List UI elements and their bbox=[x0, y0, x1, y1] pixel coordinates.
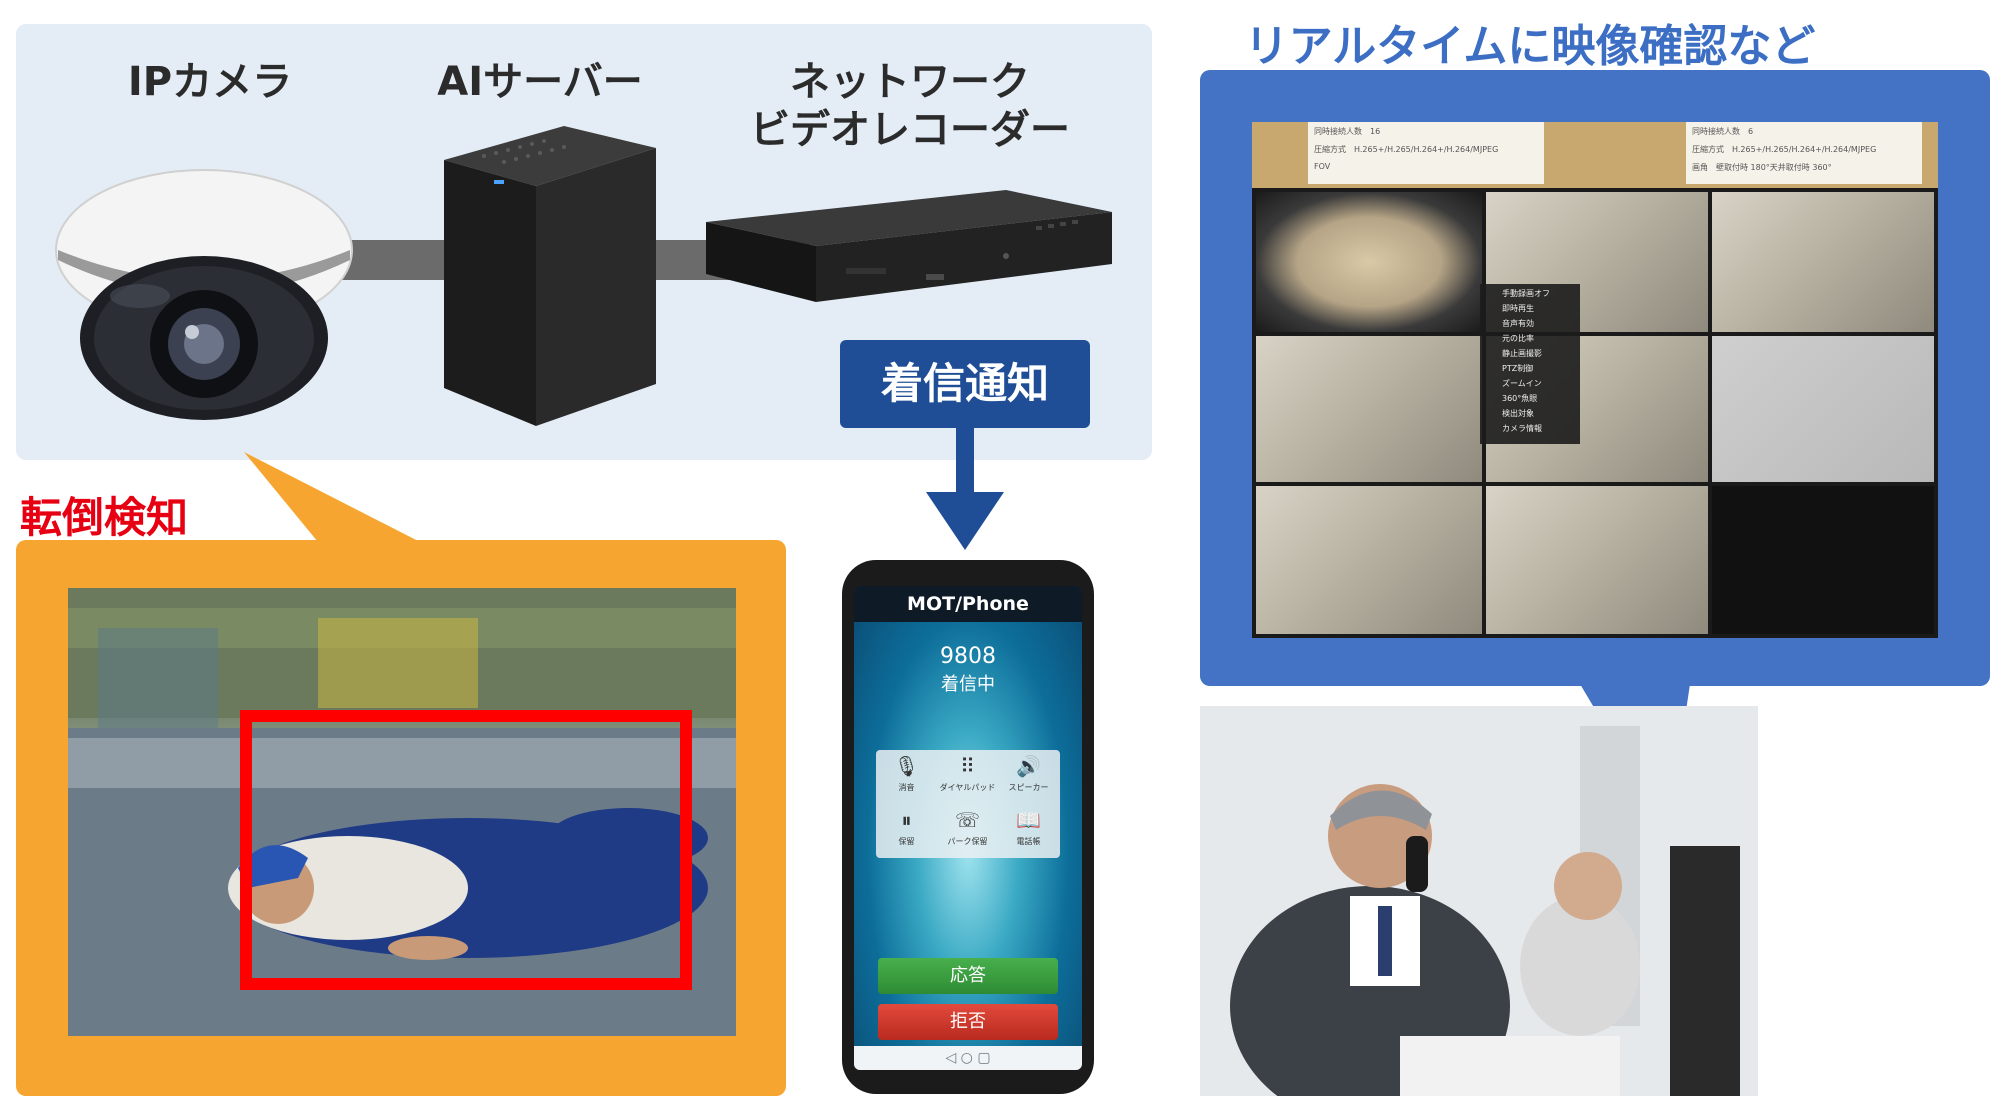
camera-tile[interactable] bbox=[1486, 486, 1708, 634]
reject-button[interactable]: 拒否 bbox=[878, 1004, 1058, 1040]
spec-right-line: 画角 壁取付時 180°天井取付時 360° bbox=[1692, 163, 1832, 172]
menu-item[interactable]: カメラ情報 bbox=[1502, 424, 1542, 433]
smartphone: MOT/Phone 9808 着信中 🎙 消音 ⠿ ダイヤルパッド 🔊 スピーカ… bbox=[842, 560, 1094, 1094]
park-hold-icon: ☏ bbox=[954, 808, 980, 832]
ip-camera-label: IPカメラ bbox=[127, 59, 293, 105]
recorder-label-line1: ネットワーク bbox=[790, 59, 1030, 105]
phonebook-icon: 📖 bbox=[1016, 808, 1041, 832]
phone-nav-bar[interactable]: ◁ ○ ▢ bbox=[854, 1046, 1082, 1070]
down-arrow-icon bbox=[926, 492, 1004, 550]
notification-arrow-shaft bbox=[956, 426, 974, 496]
mute-icon: 🎙 bbox=[893, 754, 920, 778]
office-worker-photo bbox=[1200, 706, 1758, 1096]
incoming-call-notification: 着信通知 bbox=[840, 340, 1090, 428]
camera-tile[interactable] bbox=[1256, 486, 1482, 634]
answer-button[interactable]: 応答 bbox=[878, 958, 1058, 994]
spec-right-line: 圧縮方式 H.265+/H.265/H.264+/H.264/MJPEG bbox=[1692, 145, 1877, 154]
empty-camera-tile[interactable] bbox=[1712, 486, 1934, 634]
ai-server-label: AIサーバー bbox=[437, 59, 643, 105]
speaker-button[interactable]: 🔊 スピーカー bbox=[998, 750, 1059, 804]
hold-icon: ⏸ bbox=[901, 808, 912, 832]
spec-sheet-left: 同時接続人数 16 圧縮方式 H.265+/H.265/H.264+/H.264… bbox=[1308, 122, 1544, 184]
menu-item[interactable]: 360°魚眼 bbox=[1502, 394, 1538, 403]
menu-item[interactable]: 元の比率 bbox=[1502, 334, 1534, 343]
context-menu: 手動録画オフ 即時再生 音声有効 元の比率 静止画撮影 PTZ制御 ズームイン … bbox=[1480, 284, 1580, 444]
caller-number: 9808 bbox=[940, 644, 996, 669]
fall-detection-title: 転倒検知 bbox=[20, 493, 189, 542]
spec-left-line: 同時接続人数 16 bbox=[1314, 127, 1381, 136]
park-hold-button[interactable]: ☏ パーク保留 bbox=[937, 804, 998, 858]
menu-item[interactable]: 静止画撮影 bbox=[1502, 349, 1542, 358]
fall-detection-photo bbox=[68, 588, 736, 1036]
spec-left-line: 圧縮方式 H.265+/H.265/H.264+/H.264/MJPEG bbox=[1314, 145, 1499, 154]
hold-label: 保留 bbox=[898, 837, 915, 846]
camera-tile[interactable] bbox=[1712, 192, 1934, 332]
fisheye-camera-tile[interactable] bbox=[1256, 192, 1482, 332]
dialpad-icon: ⠿ bbox=[960, 754, 975, 778]
ai-server-image bbox=[444, 126, 656, 426]
menu-item[interactable]: 検出対象 bbox=[1502, 409, 1534, 418]
phonebook-label: 電話帳 bbox=[1016, 837, 1041, 846]
detection-bounding-box bbox=[240, 710, 692, 990]
phonebook-button[interactable]: 📖 電話帳 bbox=[998, 804, 1059, 858]
mute-button[interactable]: 🎙 消音 bbox=[876, 750, 937, 804]
realtime-title: リアルタイムに映像確認など bbox=[1244, 21, 1816, 72]
video-grid: 手動録画オフ 即時再生 音声有効 元の比率 静止画撮影 PTZ制御 ズームイン … bbox=[1252, 188, 1938, 638]
menu-item[interactable]: ズームイン bbox=[1502, 379, 1542, 388]
hold-button[interactable]: ⏸ 保留 bbox=[876, 804, 937, 858]
camera-tile[interactable] bbox=[1712, 336, 1934, 482]
phone-screen: MOT/Phone 9808 着信中 🎙 消音 ⠿ ダイヤルパッド 🔊 スピーカ… bbox=[854, 586, 1082, 1070]
call-controls: 🎙 消音 ⠿ ダイヤルパッド 🔊 スピーカー ⏸ 保留 ☏ パーク保留 📖 電 bbox=[876, 750, 1060, 858]
spec-right-line: 同時接続人数 6 bbox=[1692, 127, 1754, 136]
call-status: 着信中 bbox=[941, 674, 995, 695]
camera-tile[interactable] bbox=[1256, 336, 1482, 482]
menu-item[interactable]: 音声有効 bbox=[1502, 319, 1534, 328]
spec-left-line: FOV bbox=[1314, 162, 1331, 171]
dialpad-button[interactable]: ⠿ ダイヤルパッド bbox=[937, 750, 998, 804]
dialpad-label: ダイヤルパッド bbox=[939, 783, 996, 792]
spec-sheet-right: 同時接続人数 6 圧縮方式 H.265+/H.265/H.264+/H.264/… bbox=[1686, 122, 1922, 184]
menu-item[interactable]: 手動録画オフ bbox=[1502, 289, 1550, 298]
recorder-label-line2: ビデオレコーダー bbox=[750, 107, 1070, 153]
monitor-screen: 同時接続人数 16 圧縮方式 H.265+/H.265/H.264+/H.264… bbox=[1252, 122, 1938, 638]
speaker-icon: 🔊 bbox=[1016, 754, 1041, 778]
speaker-label: スピーカー bbox=[1008, 783, 1049, 792]
menu-item[interactable]: PTZ制御 bbox=[1502, 364, 1534, 373]
park-hold-label: パーク保留 bbox=[947, 837, 988, 846]
menu-item[interactable]: 即時再生 bbox=[1502, 304, 1534, 313]
video-recorder-image bbox=[706, 190, 1112, 302]
mute-label: 消音 bbox=[898, 783, 915, 792]
phone-app-header: MOT/Phone bbox=[854, 586, 1082, 622]
ip-camera-image bbox=[55, 169, 353, 420]
